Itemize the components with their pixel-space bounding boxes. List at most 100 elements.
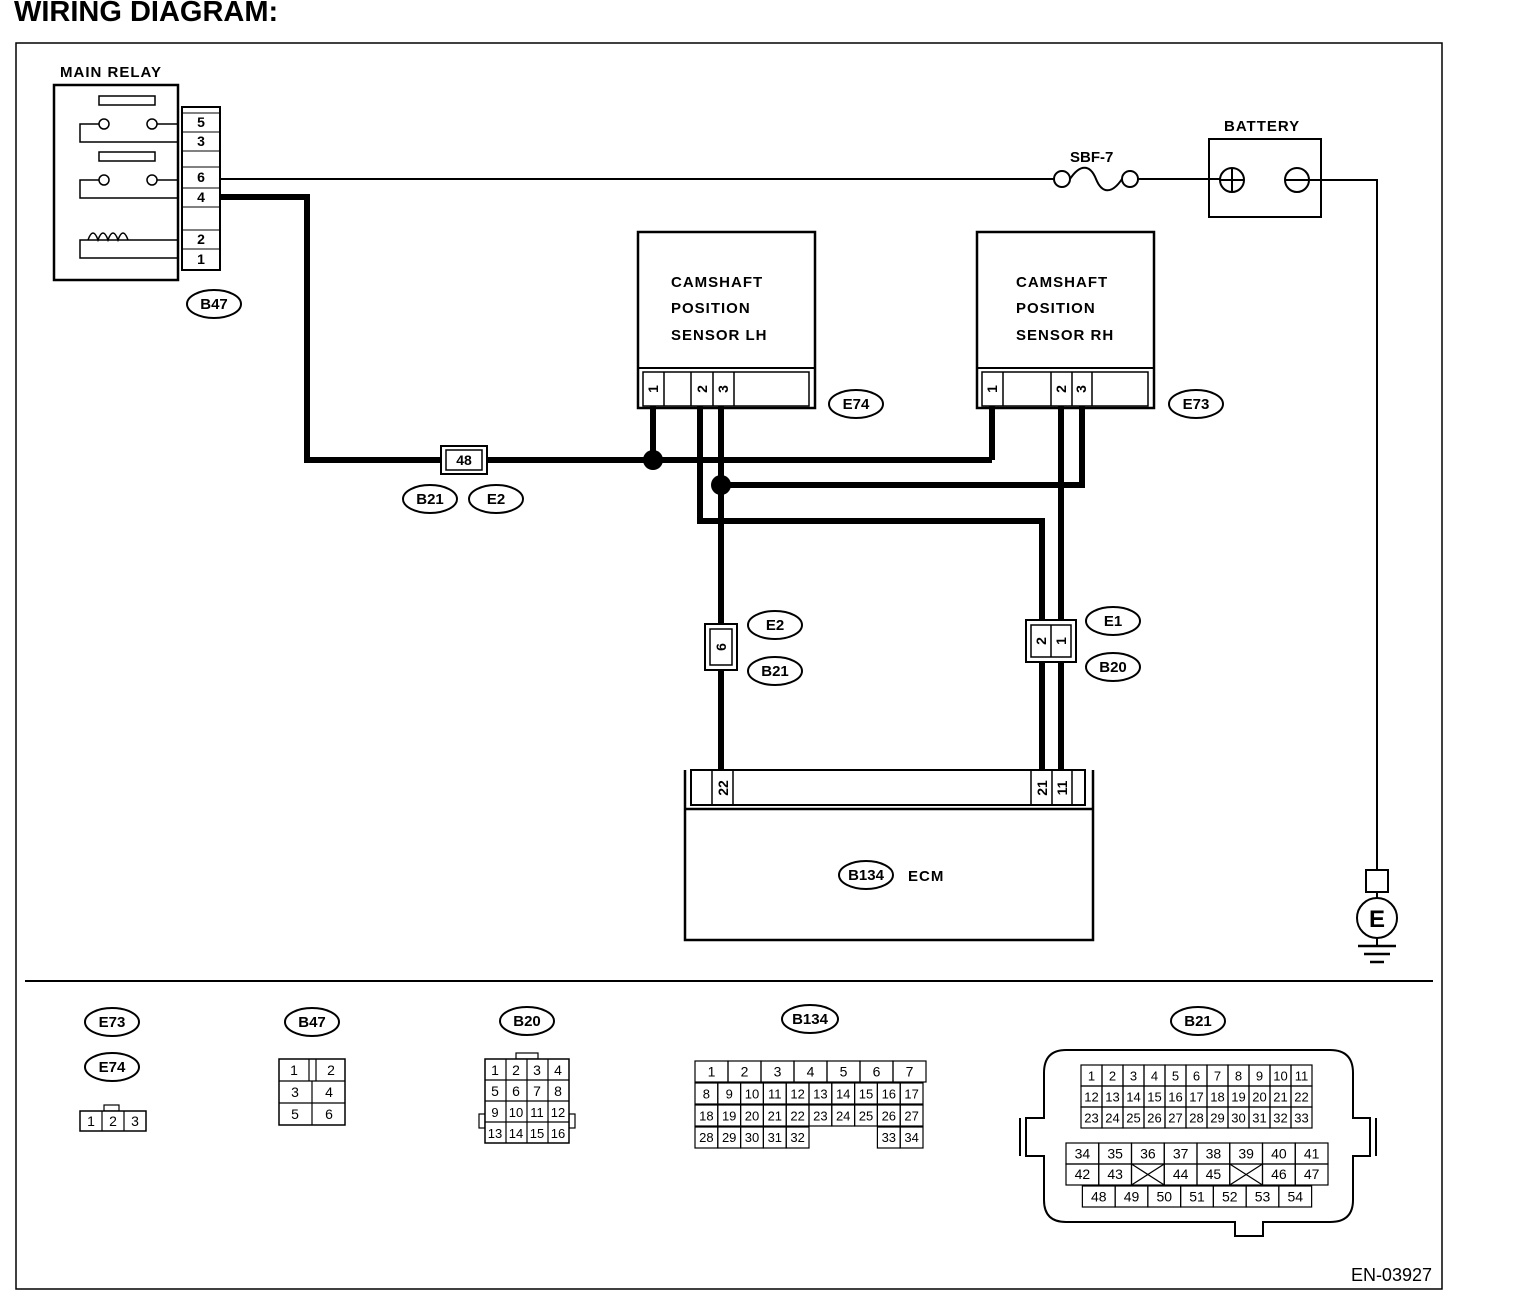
connector-cell-label: 13	[1105, 1090, 1119, 1105]
junction-6-tag-e2: E2	[766, 617, 784, 634]
legend-b20-cell: 8	[554, 1083, 562, 1099]
junction-e1-pin-2: 2	[1033, 637, 1049, 645]
legend-b134-tag: B134	[792, 1011, 829, 1028]
battery: BATTERY	[1208, 118, 1322, 218]
lh-connector-tag: E74	[843, 396, 870, 413]
legend-b47-cell: 2	[327, 1062, 335, 1078]
harness-wires	[220, 194, 1085, 772]
legend-b20-cell: 4	[554, 1062, 562, 1078]
splice-point-2	[711, 475, 731, 495]
thin-wires	[220, 178, 1378, 870]
connector-cell-label: 35	[1107, 1146, 1123, 1162]
connector-cell-label: 2	[1109, 1069, 1116, 1084]
legend-b47-cell: 3	[291, 1084, 299, 1100]
connector-cell-label: 40	[1271, 1146, 1287, 1162]
relay-connector-tag: B47	[200, 296, 228, 313]
connector-cell-label: 38	[1206, 1146, 1222, 1162]
fuse-sbf7: SBF-7	[1053, 149, 1139, 192]
camshaft-sensor-rh: CAMSHAFT POSITION SENSOR RH 1 2 3 E73	[975, 230, 1224, 419]
connector-cell-label: 5	[1172, 1069, 1179, 1084]
connector-cell-label: 1	[708, 1064, 716, 1080]
connector-cell-label: 34	[1075, 1146, 1091, 1162]
connector-cell-label: 32	[790, 1130, 804, 1145]
ecm-pin-22: 22	[715, 780, 731, 796]
connector-cell-label: 4	[1151, 1069, 1158, 1084]
connector-cell-label: 48	[1091, 1189, 1107, 1205]
legend-e73-pin-1: 1	[87, 1113, 95, 1129]
connector-cell-label: 25	[859, 1109, 873, 1124]
legend-e73-pin-2: 2	[109, 1113, 117, 1129]
connector-cell	[899, 1104, 924, 1127]
connector-cell-label: 52	[1222, 1189, 1238, 1205]
rh-pin-2: 2	[1053, 385, 1069, 393]
connector-cell-label: 26	[882, 1109, 896, 1124]
connector-cell-label: 39	[1238, 1146, 1254, 1162]
connector-cell-label: 22	[790, 1109, 804, 1124]
junction-48-pin: 48	[456, 452, 472, 468]
ecm-label: ECM	[908, 868, 944, 885]
connector-cell-label: 24	[1105, 1111, 1119, 1126]
legend-b20-cell: 5	[491, 1083, 499, 1099]
fuse-label: SBF-7	[1070, 149, 1113, 166]
connector-cell	[1290, 1106, 1313, 1129]
connector-cell-label: 9	[726, 1087, 733, 1102]
connector-cell-label: 29	[722, 1130, 736, 1145]
connector-cell	[892, 1060, 927, 1083]
connector-cell	[899, 1126, 924, 1149]
sensor-lh-line3: SENSOR LH	[671, 327, 768, 344]
rh-connector-tag: E73	[1183, 396, 1210, 413]
legend-b20-cell: 3	[533, 1062, 541, 1078]
connector-cell-label: 13	[813, 1087, 827, 1102]
connector-cell-label: 30	[1231, 1111, 1245, 1126]
legend-e73-tag: E73	[99, 1014, 126, 1031]
connector-cell-label: 17	[904, 1087, 918, 1102]
connector-cell-label: 7	[1214, 1069, 1221, 1084]
connector-cell-label: 23	[1084, 1111, 1098, 1126]
legend-b20: B20 1 2 3 4 5 6 7 8 9 10 11 12 13 14 15 …	[478, 1006, 576, 1144]
connector-cell-label: 6	[1193, 1069, 1200, 1084]
junction-e1-tag-e1: E1	[1104, 613, 1122, 630]
connector-cell-label: 8	[1235, 1069, 1242, 1084]
connector-cell-label: 27	[1168, 1111, 1182, 1126]
connector-cell-label: 31	[1252, 1111, 1266, 1126]
camshaft-sensor-lh: CAMSHAFT POSITION SENSOR LH 1 2 3 E74	[636, 230, 884, 419]
connector-cell-label: 14	[1126, 1090, 1140, 1105]
connector-cell	[785, 1126, 810, 1149]
relay-pin-4: 4	[197, 189, 205, 205]
legend-b20-cell: 14	[509, 1126, 523, 1141]
connector-cell-label: 33	[1294, 1111, 1308, 1126]
connector-cell-label: 2	[741, 1064, 749, 1080]
connector-cell-label: 50	[1156, 1189, 1172, 1205]
ground-symbol: E	[1356, 869, 1398, 964]
connector-cell-label: 32	[1273, 1111, 1287, 1126]
connector-cell-label: 12	[790, 1087, 804, 1102]
connector-cell-label: 11	[768, 1087, 782, 1102]
connector-cell	[899, 1082, 924, 1105]
connector-cell-label: 27	[904, 1109, 918, 1124]
legend-b20-cell: 2	[512, 1062, 520, 1078]
connector-cell-label: 45	[1206, 1166, 1222, 1182]
legend-e73-pin-3: 3	[131, 1113, 139, 1129]
connector-cell	[1294, 1163, 1329, 1186]
legend-e74-tag: E74	[99, 1059, 126, 1076]
diagram-frame	[15, 42, 1443, 1290]
lh-pin-3: 3	[715, 385, 731, 393]
relay-pin-3: 3	[197, 133, 205, 149]
connector-cell-label: 10	[1273, 1069, 1287, 1084]
connector-cell-label: 53	[1255, 1189, 1271, 1205]
junction-6: 6 E2 B21	[704, 610, 803, 686]
connector-cell-label: 21	[768, 1109, 782, 1124]
legend-b47-tag: B47	[298, 1014, 326, 1031]
connector-cell-label: 54	[1287, 1189, 1303, 1205]
sensor-lh-line1: CAMSHAFT	[671, 274, 763, 291]
legend-b20-cell: 11	[530, 1105, 544, 1120]
connector-cell-label: 34	[904, 1130, 918, 1145]
connector-cell-label: 26	[1147, 1111, 1161, 1126]
connector-cell-label: 3	[1130, 1069, 1137, 1084]
junction-48-tag-b21: B21	[416, 491, 444, 508]
junction-e1: 2 1 E1 B20	[1025, 606, 1141, 682]
junction-e1-pin-1: 1	[1053, 637, 1069, 645]
connector-cell-label: 47	[1304, 1166, 1320, 1182]
legend-e73-e74: E73 E74 1 2 3	[79, 1007, 147, 1132]
ground-label: E	[1369, 906, 1385, 933]
